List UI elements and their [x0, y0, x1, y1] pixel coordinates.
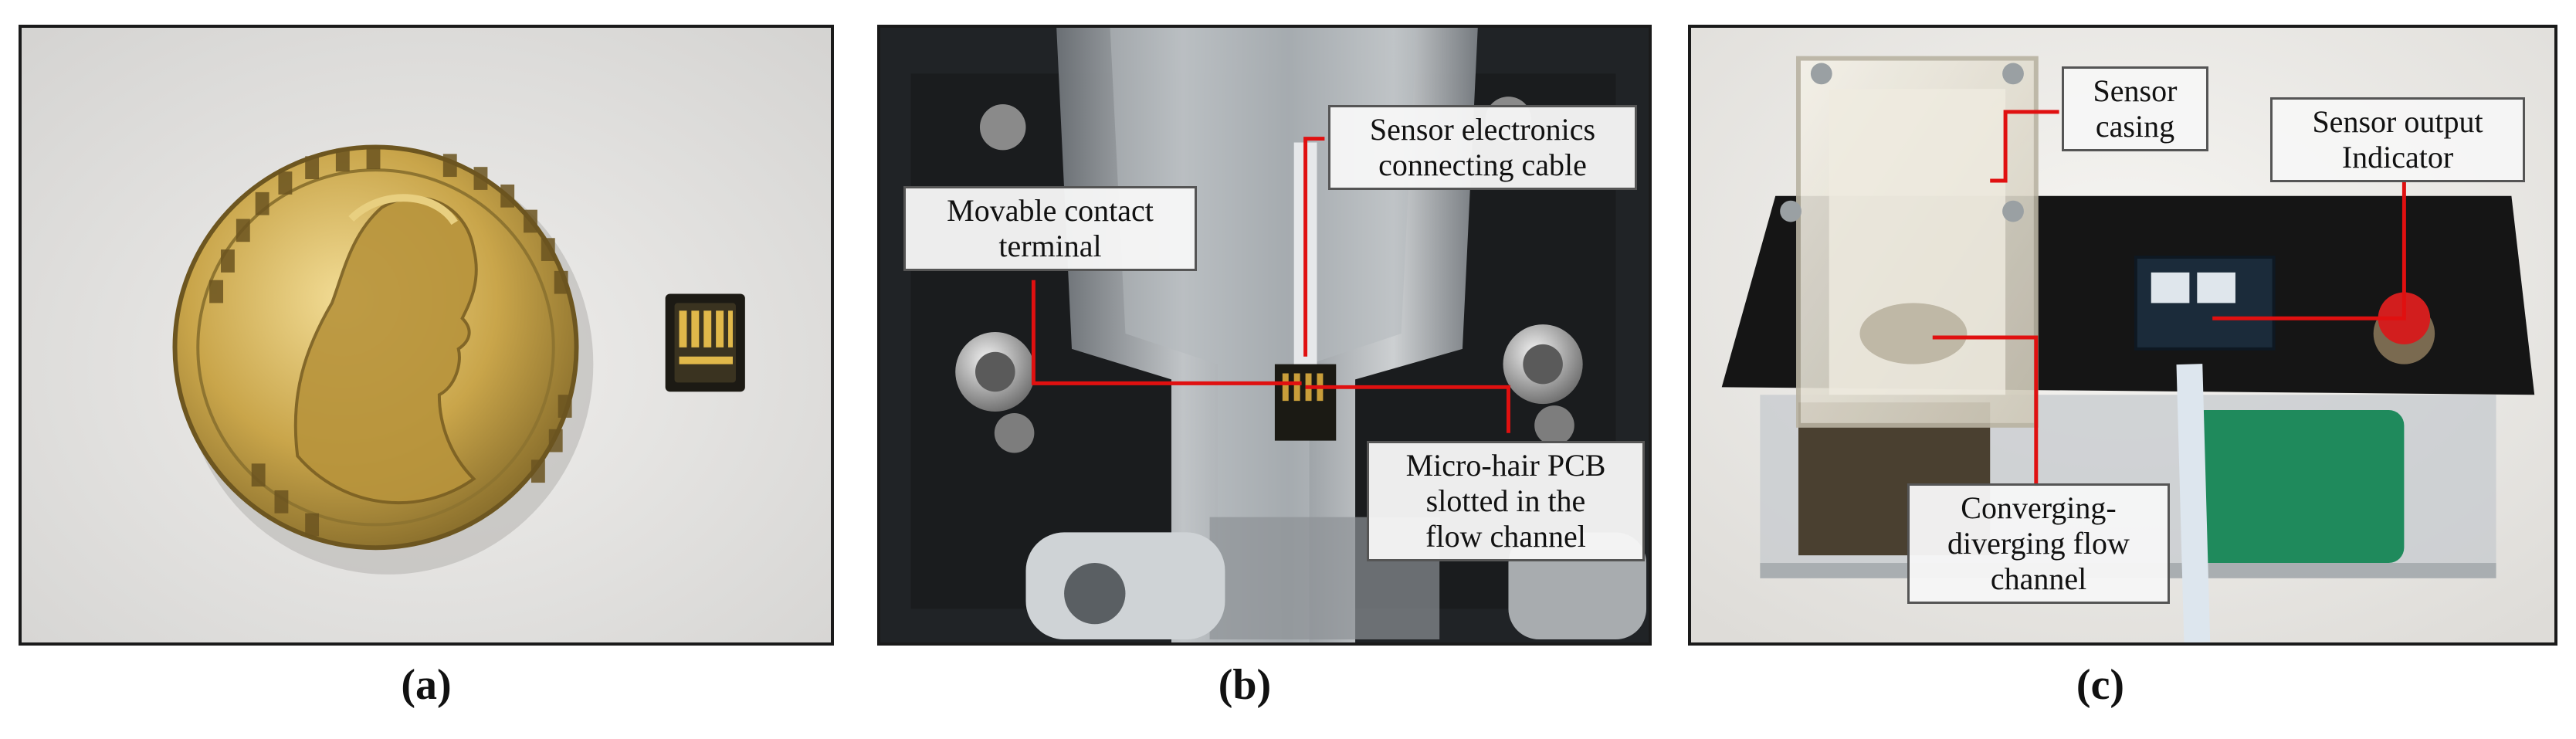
coin: [172, 144, 579, 551]
annotation-lines: [1031, 137, 1510, 433]
caption-c: (c): [2076, 661, 2125, 709]
indicator-board: [2134, 256, 2276, 351]
micro-hair-pcb: [1274, 364, 1337, 441]
coin-photo: [22, 28, 831, 642]
sensor-chip: [665, 293, 745, 392]
annotation-lines: [1932, 110, 2406, 487]
screw: [955, 97, 1583, 453]
caption-b: (b): [1218, 661, 1272, 709]
photo-panel-a: [19, 25, 834, 646]
caption-a: (a): [401, 661, 452, 709]
sensor-casing: [1780, 56, 2039, 428]
